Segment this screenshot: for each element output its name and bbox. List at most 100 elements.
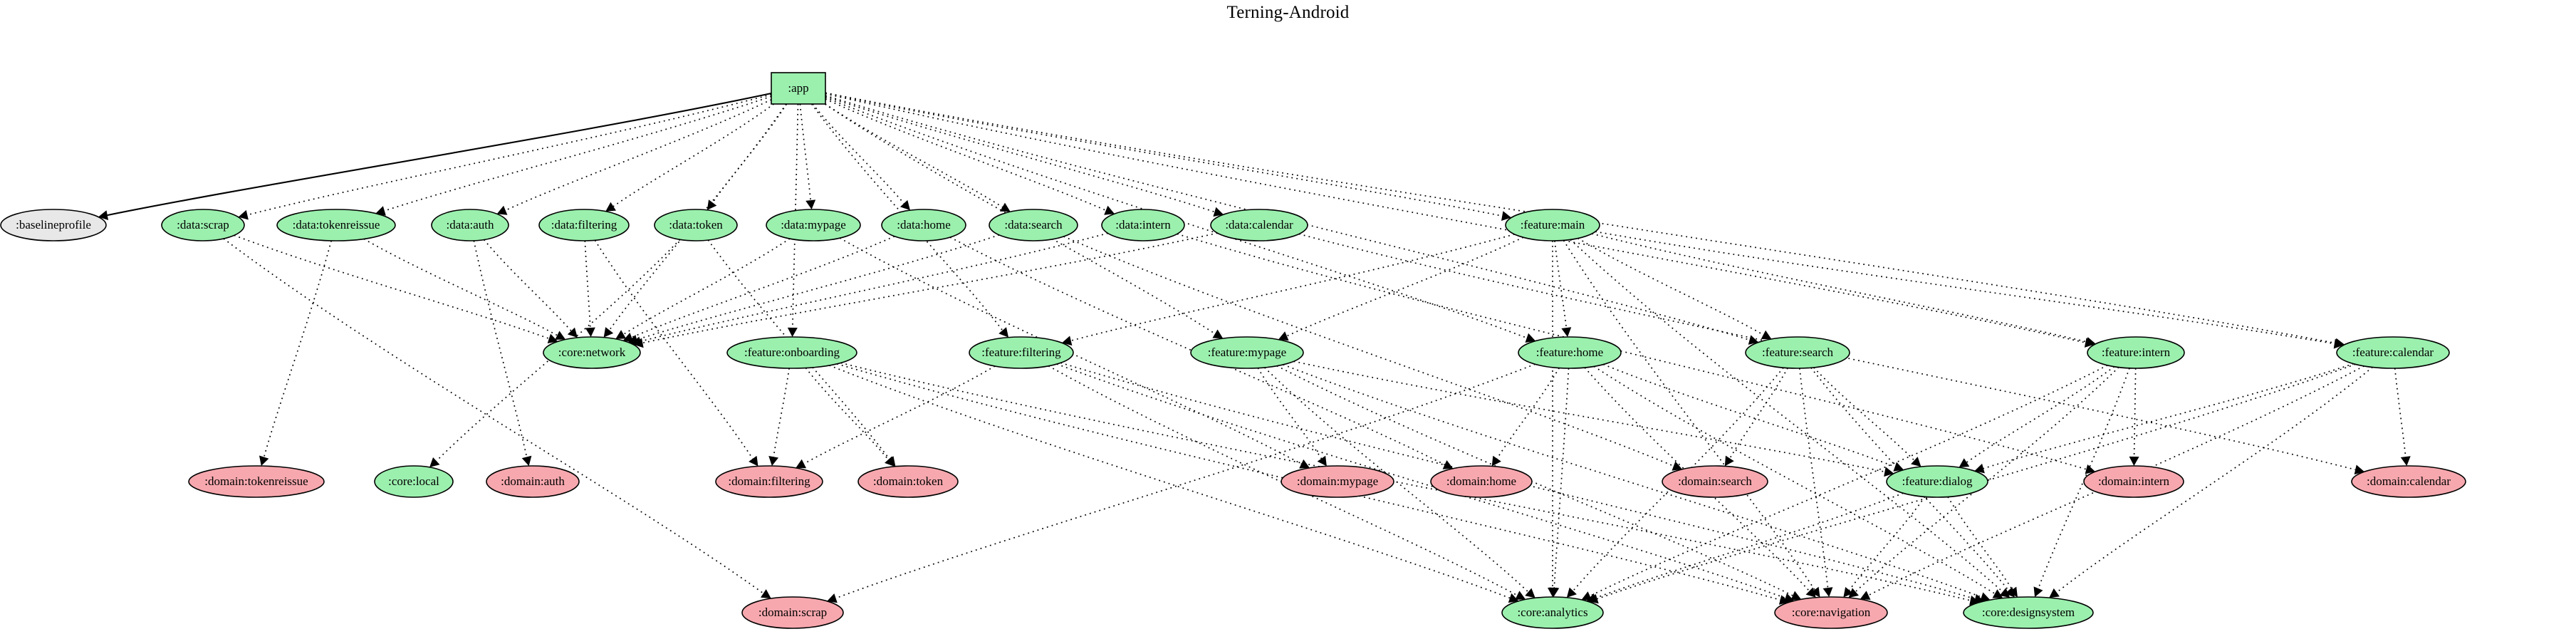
- node-shape-ellipse-data-scrap[interactable]: [161, 209, 245, 241]
- arrowhead-data-home-to-domain-home: [1442, 459, 1454, 469]
- node-shape-ellipse-domain-token[interactable]: [857, 465, 959, 498]
- arrowhead-app-to-data-mypage: [805, 199, 816, 210]
- node-domain-filtering[interactable]: :domain:filtering: [715, 465, 823, 498]
- node-shape-ellipse-domain-tokenreissue[interactable]: [188, 465, 325, 498]
- node-data-search[interactable]: :data:search: [989, 209, 1078, 241]
- arrowhead-feature-calendar-to-feature-dialog: [1974, 463, 1985, 474]
- node-feature-intern[interactable]: :feature:intern: [2087, 336, 2185, 369]
- node-feature-calendar[interactable]: :feature:calendar: [2336, 336, 2450, 369]
- edge-data-tokenreissue-to-core-network: [363, 238, 558, 336]
- node-data-home[interactable]: :data:home: [881, 209, 966, 241]
- node-core-analytics[interactable]: :core:analytics: [1501, 596, 1604, 629]
- arrowhead-feature-search-to-core-navigation: [1823, 587, 1833, 598]
- node-shape-ellipse-feature-onboarding[interactable]: [726, 336, 857, 369]
- node-app[interactable]: :app: [771, 72, 826, 105]
- node-baselineprofile[interactable]: :baselineprofile: [0, 209, 107, 241]
- node-shape-ellipse-data-filtering[interactable]: [538, 209, 630, 241]
- node-core-designsystem[interactable]: :core:designsystem: [1963, 596, 2094, 629]
- arrowhead-feature-home-to-domain-home: [1491, 455, 1501, 467]
- arrowhead-feature-onboarding-to-domain-filtering: [768, 456, 779, 467]
- node-core-network[interactable]: :core:network: [543, 336, 641, 369]
- edge-app-to-feature-onboarding: [792, 103, 799, 328]
- node-shape-ellipse-core-navigation[interactable]: [1774, 596, 1888, 629]
- arrowhead-feature-main-to-feature-intern: [2085, 337, 2096, 347]
- node-data-tokenreissue[interactable]: :data:tokenreissue: [276, 209, 396, 241]
- node-shape-ellipse-domain-search[interactable]: [1662, 465, 1768, 498]
- arrowhead-feature-mypage-to-core-designsystem: [1979, 592, 1991, 602]
- edge-app-to-data-tokenreissue: [384, 95, 772, 212]
- arrowhead-feature-mypage-to-core-analytics: [1525, 588, 1535, 598]
- arrowhead-feature-dialog-to-core-analytics: [1586, 593, 1597, 603]
- node-data-calendar[interactable]: :data:calendar: [1210, 209, 1308, 241]
- node-domain-intern[interactable]: :domain:intern: [2083, 465, 2184, 498]
- node-shape-ellipse-feature-main[interactable]: [1505, 209, 1600, 241]
- arrowhead-feature-mypage-to-domain-mypage: [1317, 455, 1327, 467]
- arrowhead-feature-main-to-feature-home: [1561, 327, 1572, 338]
- node-domain-tokenreissue[interactable]: :domain:tokenreissue: [188, 465, 325, 498]
- edge-data-tokenreissue-to-domain-tokenreissue: [263, 240, 333, 457]
- node-feature-search[interactable]: :feature:search: [1745, 336, 1850, 369]
- edge-data-search-to-core-network: [636, 234, 1000, 341]
- node-shape-ellipse-core-designsystem[interactable]: [1963, 596, 2094, 629]
- node-domain-search[interactable]: :domain:search: [1662, 465, 1768, 498]
- node-domain-calendar[interactable]: :domain:calendar: [2351, 465, 2466, 498]
- node-data-auth[interactable]: :data:auth: [431, 209, 509, 241]
- edge-data-mypage-to-core-network: [623, 238, 791, 336]
- node-shape-ellipse-feature-home[interactable]: [1518, 336, 1622, 369]
- node-shape-ellipse-baselineprofile[interactable]: [0, 209, 107, 241]
- node-shape-ellipse-data-mypage[interactable]: [766, 209, 861, 241]
- node-shape-ellipse-data-auth[interactable]: [431, 209, 509, 241]
- arrowhead-feature-intern-to-feature-dialog: [1959, 458, 1970, 468]
- node-shape-ellipse-core-local[interactable]: [374, 465, 454, 498]
- node-data-token[interactable]: :data:token: [654, 209, 738, 241]
- node-shape-ellipse-domain-filtering[interactable]: [715, 465, 823, 498]
- node-feature-filtering[interactable]: :feature:filtering: [969, 336, 1074, 369]
- node-shape-ellipse-domain-calendar[interactable]: [2351, 465, 2466, 498]
- node-feature-dialog[interactable]: :feature:dialog: [1886, 465, 1988, 498]
- node-shape-ellipse-data-search[interactable]: [989, 209, 1078, 241]
- node-shape-ellipse-feature-mypage[interactable]: [1190, 336, 1304, 369]
- node-feature-onboarding[interactable]: :feature:onboarding: [726, 336, 857, 369]
- node-data-scrap[interactable]: :data:scrap: [161, 209, 245, 241]
- edge-feature-mypage-to-core-navigation: [1276, 365, 1793, 596]
- node-feature-home[interactable]: :feature:home: [1518, 336, 1622, 369]
- arrowhead-data-tokenreissue-to-domain-tokenreissue: [259, 455, 269, 467]
- node-core-navigation[interactable]: :core:navigation: [1774, 596, 1888, 629]
- edge-app-to-data-home: [812, 103, 904, 204]
- node-domain-auth[interactable]: :domain:auth: [486, 465, 580, 498]
- node-domain-scrap[interactable]: :domain:scrap: [741, 596, 844, 629]
- node-shape-ellipse-feature-filtering[interactable]: [969, 336, 1074, 369]
- node-shape-ellipse-feature-search[interactable]: [1745, 336, 1850, 369]
- node-shape-ellipse-domain-intern[interactable]: [2083, 465, 2184, 498]
- node-feature-mypage[interactable]: :feature:mypage: [1190, 336, 1304, 369]
- arrowhead-feature-dialog-to-core-designsystem: [2008, 586, 2018, 598]
- node-shape-ellipse-feature-intern[interactable]: [2087, 336, 2185, 369]
- node-shape-ellipse-domain-mypage[interactable]: [1281, 465, 1394, 498]
- node-data-intern[interactable]: :data:intern: [1101, 209, 1185, 241]
- arrowhead-feature-search-to-core-analytics: [1566, 587, 1577, 598]
- node-domain-mypage[interactable]: :domain:mypage: [1281, 465, 1394, 498]
- node-feature-main[interactable]: :feature:main: [1505, 209, 1600, 241]
- node-core-local[interactable]: :core:local: [374, 465, 454, 498]
- node-shape-ellipse-data-token[interactable]: [654, 209, 738, 241]
- arrowhead-feature-home-to-core-designsystem: [1992, 589, 2003, 598]
- node-shape-ellipse-domain-home[interactable]: [1430, 465, 1533, 498]
- edge-feature-main-to-feature-filtering: [1070, 234, 1515, 342]
- node-domain-token[interactable]: :domain:token: [857, 465, 959, 498]
- node-shape-ellipse-domain-auth[interactable]: [486, 465, 580, 498]
- node-shape-ellipse-feature-dialog[interactable]: [1886, 465, 1988, 498]
- node-shape-ellipse-data-calendar[interactable]: [1210, 209, 1308, 241]
- arrowhead-feature-calendar-to-core-navigation: [1860, 591, 1871, 601]
- node-data-mypage[interactable]: :data:mypage: [766, 209, 861, 241]
- node-shape-rect-app[interactable]: [771, 72, 826, 105]
- node-shape-ellipse-core-analytics[interactable]: [1501, 596, 1604, 629]
- node-shape-ellipse-feature-calendar[interactable]: [2336, 336, 2450, 369]
- node-shape-ellipse-data-tokenreissue[interactable]: [276, 209, 396, 241]
- node-shape-ellipse-data-intern[interactable]: [1101, 209, 1185, 241]
- node-shape-ellipse-data-home[interactable]: [881, 209, 966, 241]
- node-data-filtering[interactable]: :data:filtering: [538, 209, 630, 241]
- node-shape-ellipse-core-network[interactable]: [543, 336, 641, 369]
- node-domain-home[interactable]: :domain:home: [1430, 465, 1533, 498]
- node-shape-ellipse-domain-scrap[interactable]: [741, 596, 844, 629]
- arrowhead-feature-main-to-core-designsystem: [1999, 588, 2011, 598]
